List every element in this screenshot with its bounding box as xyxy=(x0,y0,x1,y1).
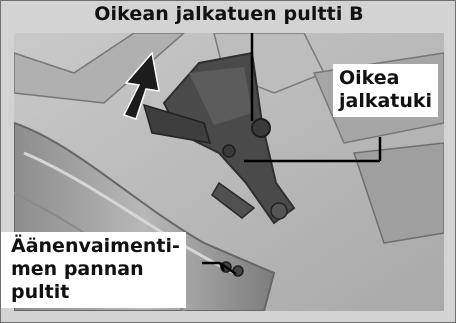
label-right-footpeg: Oikea jalkatuki xyxy=(333,64,438,117)
label-right-footpeg-line2: jalkatuki xyxy=(339,90,432,113)
label-footpeg-bolt-b: Oikean jalkatuen pultti B xyxy=(1,3,456,25)
label-muffler-line2: men pannan xyxy=(11,258,180,281)
label-muffler-line3: pultit xyxy=(11,281,180,304)
label-right-footpeg-line1: Oikea xyxy=(339,67,432,90)
label-muffler-line1: Äänenvaimenti- xyxy=(11,235,180,258)
label-muffler-pan-bolts: Äänenvaimenti- men pannan pultit xyxy=(1,232,186,308)
footpeg-bolt-b xyxy=(252,119,270,137)
muffler-bolt-2 xyxy=(233,266,243,276)
